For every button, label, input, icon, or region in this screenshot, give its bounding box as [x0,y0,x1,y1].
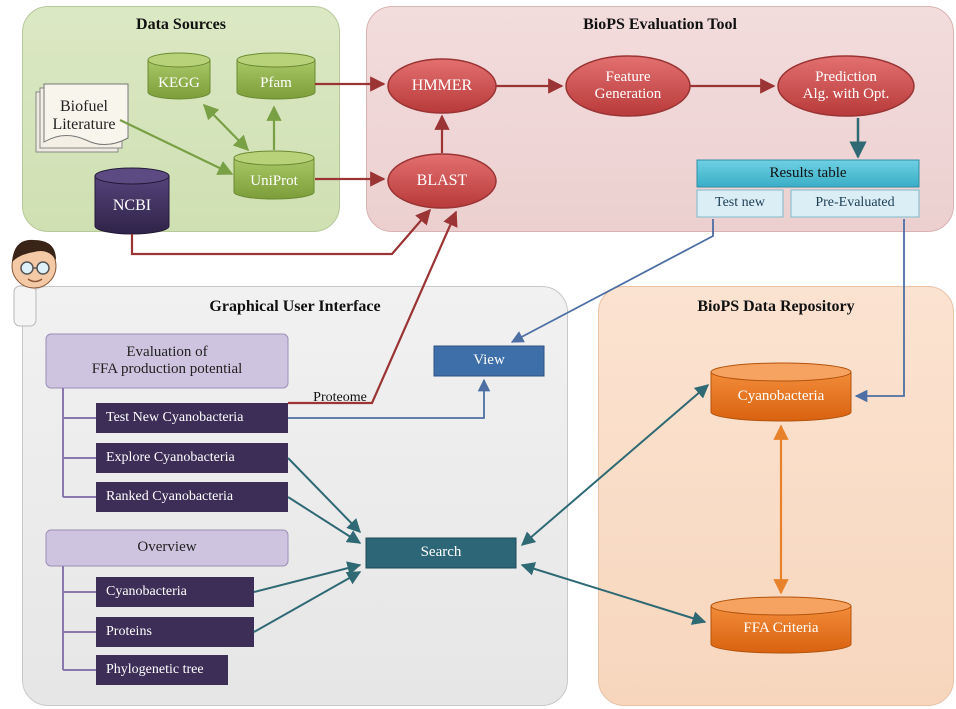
search-ffa-arrow [520,562,707,625]
hmmer-label: HMMER [411,76,473,94]
evaluation-line2: FFA production potential [91,361,243,377]
view-button-shape [433,345,545,377]
evaluation-label: Evaluation of FFA production potential [46,336,288,386]
literature-to-uniprot-arrow [119,119,234,175]
feature-line1: Feature [605,68,651,85]
evaluation-tool-title: BioPS Evaluation Tool [583,16,737,33]
blast-label: BLAST [416,171,468,189]
test-new-to-view-arrow [510,219,714,343]
pfam-database-icon [236,52,316,100]
proteins-to-search-arrow [253,571,362,633]
search-button[interactable]: Search [420,544,462,561]
scientist-avatar-icon [11,239,57,327]
literature-line1: Biofuel [60,97,108,115]
evaluation-tree-lines [62,388,96,498]
biofuel-literature-label: Biofuel Literature [40,94,128,138]
test-new-to-view-link [288,378,491,419]
proteome-label: Proteome [313,389,367,405]
kegg-label: KEGG [158,75,200,92]
ncbi-label: NCBI [112,196,152,214]
prediction-node [777,55,915,117]
proteome-to-blast-arrow [288,210,458,405]
pre-evaluated-cell [790,189,920,218]
ranked-cyanobacteria-item[interactable]: Ranked Cyanobacteria [106,488,234,504]
ranked-to-search-arrow [287,496,362,544]
feature-generation-label: Feature Generation [568,66,688,106]
uniprot-database-icon [233,150,315,200]
kegg-database-icon [147,52,211,100]
proteins-item[interactable]: Proteins [106,623,152,639]
results-table-header [696,159,920,188]
ncbi-database-icon [94,167,170,235]
search-cyanobacteria-arrow [520,384,710,546]
repository-title: BioPS Data Repository [697,298,855,315]
overview-cyanobacteria-item[interactable]: Cyanobacteria [106,583,187,599]
test-new-cell [696,189,784,218]
ncbi-to-blast-arrow [130,208,432,256]
explore-cyanobacteria-item[interactable]: Explore Cyanobacteria [106,449,235,465]
test-new-cyanobacteria-box [96,403,288,433]
test-new-cyanobacteria-item[interactable]: Test New Cyanobacteria [106,409,244,425]
prediction-line1: Prediction [815,68,877,85]
prediction-label: Prediction Alg. with Opt. [780,66,912,106]
test-new-label: Test new [715,195,765,211]
explore-cyanobacteria-box [96,443,288,473]
blast-node [387,153,497,209]
overview-label: Overview [137,539,197,556]
results-table-label: Results table [769,164,847,181]
kegg-uniprot-arrow [202,103,250,152]
view-button[interactable]: View [473,352,505,369]
overview-tree-lines [62,566,96,671]
literature-line2: Literature [52,116,116,133]
repo-cyanobacteria-label: Cyanobacteria [737,388,825,405]
overview-cyanobacteria-box [96,577,254,607]
ranked-cyanobacteria-box [96,482,288,512]
search-button-shape [365,537,517,569]
ffa-criteria-label: FFA Criteria [743,620,819,637]
proteins-box [96,617,254,647]
pre-evaluated-to-repository-arrow [854,219,905,403]
feature-line2: Generation [594,86,662,102]
gui-title: Graphical User Interface [209,298,381,315]
ffa-criteria-database-icon [710,596,852,654]
overview-group-box [45,529,289,567]
literature-document-icon [35,83,129,153]
prediction-line2: Alg. with Opt. [802,86,890,102]
explore-to-search-arrow [287,457,361,534]
phylogenetic-tree-item[interactable]: Phylogenetic tree [106,661,204,677]
data-sources-title: Data Sources [136,16,226,33]
pfam-label: Pfam [260,75,292,92]
uniprot-label: UniProt [250,173,298,190]
phylogenetic-tree-box [96,655,228,685]
cyanobacteria-database-icon [710,362,852,422]
cyanobacteria-to-search-arrow [253,561,362,593]
evaluation-group-box [45,333,289,389]
evaluation-line1: Evaluation of [126,343,208,360]
pre-evaluated-label: Pre-Evaluated [815,195,895,211]
